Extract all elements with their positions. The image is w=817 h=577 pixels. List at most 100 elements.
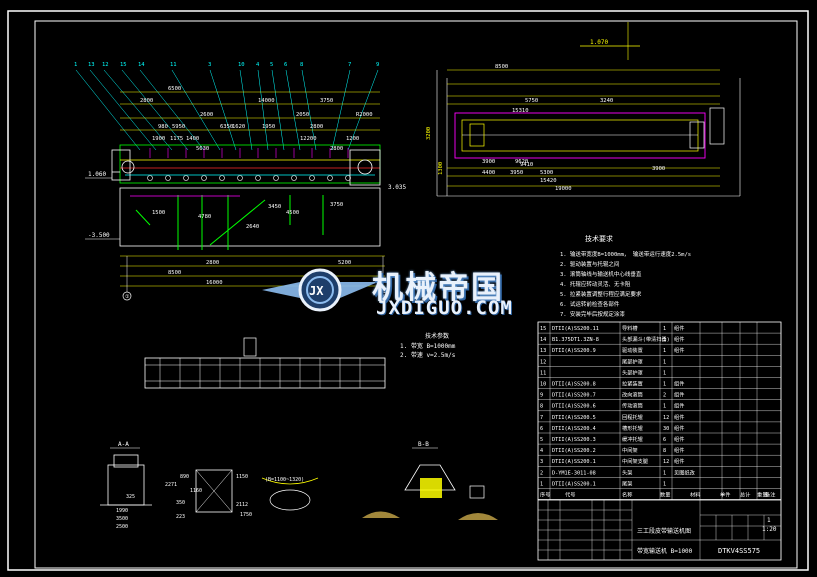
bom-note: 组件	[674, 346, 684, 354]
top-dim-12: 1900	[152, 136, 165, 142]
bom-no: 5	[540, 437, 543, 443]
bottom-dim-8: 5200	[338, 260, 351, 266]
bom-no: 13	[540, 348, 546, 354]
idler-rollers	[147, 148, 351, 181]
bom-qty: 1	[663, 470, 666, 476]
section-dim-8: 350	[176, 500, 185, 506]
section-dim-12: (B=1100~1320)	[265, 477, 304, 483]
top-dim-5: 5950	[172, 124, 185, 130]
top-dim-3: 3750	[320, 98, 333, 104]
plan-left-dim-2: 1300	[438, 162, 444, 175]
bom-code: DTII(A)SS200.1	[552, 459, 596, 465]
bottom-dim-3: 3750	[330, 202, 343, 208]
main-view-label: 1.070	[590, 39, 608, 46]
bom-no: 7	[540, 415, 543, 421]
section-dim-7: 2271	[165, 482, 177, 488]
bom-qty: 8	[663, 448, 666, 454]
section-dim-4: 890	[180, 474, 189, 480]
bom-note: 组件	[674, 413, 684, 421]
plan-dim-10: 19000	[555, 186, 572, 192]
top-dim-14: 1400	[186, 136, 199, 142]
tech-note-line-2: 2. 驱动装置与托辊之间	[560, 260, 619, 268]
bom-qty: 1	[663, 481, 666, 487]
bom-header-cell: 序号	[540, 491, 550, 499]
side-level-label: 3.035	[388, 184, 406, 191]
bottom-dim-4: 4500	[286, 210, 299, 216]
top-dim-8: 2050	[296, 112, 309, 118]
bom-no: 8	[540, 404, 543, 410]
project-name: 三工段皮带输送机图	[637, 527, 691, 535]
bom-name: 改向滚筒	[622, 391, 643, 399]
bom-qty: 30	[663, 426, 669, 432]
plan-dim-6: 3900	[482, 159, 495, 165]
sheet-outer-border	[7, 10, 809, 571]
tech-notes-lines: 1. 输送带宽度B=1000mm， 输送带运行速度2.5m/s2. 驱动装置与托…	[560, 250, 691, 318]
bom-code: DTII(A)SS200.1	[552, 481, 596, 487]
top-dim-13: 1175	[170, 136, 183, 142]
conveyor-body	[111, 144, 381, 250]
sheet-inner-border	[34, 20, 798, 569]
top-dim-6: 980	[158, 124, 168, 130]
plan-dim-8: 3950	[510, 170, 523, 176]
bom-name: 传动滚筒	[622, 402, 643, 410]
plan-dim-0: 8500	[495, 64, 508, 70]
plan-dim-7: 9410	[520, 162, 533, 168]
bom-code: B1.375DT1.3ZN-8	[552, 337, 599, 343]
section-dim-2: 2500	[116, 524, 128, 530]
bom-no: 10	[540, 382, 546, 388]
tech-note-line-7: 7. 安装完毕后按规定涂漆	[560, 310, 625, 318]
bom-name: 导料槽	[622, 324, 638, 332]
bom-code: DTII(A)SS200.4	[552, 426, 596, 432]
plan-dim-5: 5300	[540, 170, 553, 176]
section-a-label: A-A	[118, 441, 129, 448]
section-dim-1: 3500	[116, 516, 128, 522]
section-dim-0: 1990	[116, 508, 128, 514]
plan-left-dim-1: 3200	[426, 127, 432, 140]
tech-note-line-3: 3. 滚筒轴线与输送机中心线垂直	[560, 270, 642, 278]
bottom-dim-5: 2640	[246, 224, 259, 230]
top-dim-10: 1950	[262, 124, 275, 130]
section-dim-11: 1750	[240, 512, 252, 518]
watermark-url: JXDIGUO.COM	[376, 297, 513, 319]
tech-note-line-5: 5. 拉紧装置调整行程应满足要求	[560, 290, 642, 298]
balloon-10: 10	[238, 62, 245, 68]
section-dim-5: 1160	[190, 488, 202, 494]
plan-dim-2: 3240	[600, 98, 613, 104]
tech-note-line-4: 4. 托辊应转动灵活、无卡阻	[560, 280, 631, 288]
bom-no: 6	[540, 426, 543, 432]
params-line-1: 1. 带宽 B=1000mm	[400, 342, 456, 350]
plan-dim-4: 9620	[515, 159, 528, 165]
bom-qty: 1	[663, 404, 666, 410]
bom-code: D-YM1E-3011-08	[552, 470, 596, 476]
bom-note: 组件	[674, 380, 684, 388]
bom-name: 头部护罩	[622, 368, 643, 376]
bom-no: 3	[540, 459, 543, 465]
bottom-dim-9: 16000	[206, 280, 223, 286]
support-legs	[130, 195, 324, 250]
bom-header-cell: 重量	[757, 491, 767, 499]
bom-name: 槽形托辊	[622, 424, 643, 432]
balloon-8: 8	[300, 62, 303, 68]
balloon-11: 11	[170, 62, 177, 68]
bom-note: 组件	[674, 424, 684, 432]
bom-qty: 1	[663, 326, 666, 332]
bom-row: 6 DTII(A)SS200.4 槽形托辊 30 组件	[540, 424, 684, 432]
bom-code: DTII(A)SS200.2	[552, 448, 596, 454]
params-line-2: 2. 带速 v=2.5m/s	[400, 351, 456, 359]
bom-name: 头部漏斗(带清扫器)	[622, 335, 670, 343]
plan-dim-3: 15310	[512, 108, 529, 114]
bom-qty: 12	[663, 459, 669, 465]
